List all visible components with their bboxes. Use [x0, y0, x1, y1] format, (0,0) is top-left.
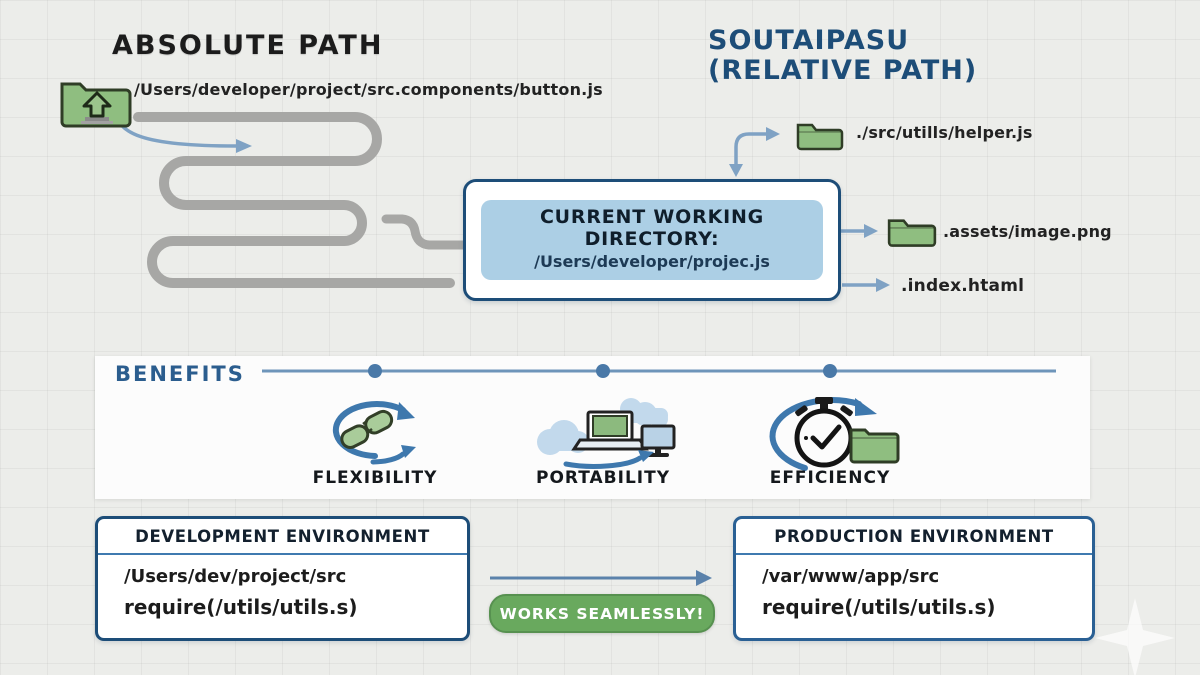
production-environment-title: PRODUCTION ENVIRONMENT — [736, 519, 1092, 555]
development-environment-body: /Users/dev/project/src require(/utils/ut… — [98, 555, 467, 619]
relative-item-assets-label: .assets/image.png — [943, 222, 1112, 241]
relative-path-title-line2: (RELATIVE PATH) — [708, 54, 978, 86]
benefits-timeline — [262, 364, 1056, 378]
relative-item-helper-label: ./src/utills/helper.js — [856, 123, 1033, 142]
folder-upload-icon — [60, 82, 132, 128]
cwd-path: /Users/developer/projec.js — [534, 252, 770, 272]
production-environment-box: PRODUCTION ENVIRONMENT /var/www/app/src … — [733, 516, 1095, 641]
relative-item-index-label: .index.htaml — [901, 276, 1025, 296]
benefits-section: BENEFITS FLEXIBILITY — [95, 356, 1090, 499]
cwd-inner-panel: CURRENT WORKING DIRECTORY: /Users/develo… — [481, 199, 823, 281]
winding-path-line — [133, 112, 455, 288]
production-environment-body: /var/www/app/src require(/utils/utils.s) — [736, 555, 1092, 619]
absolute-path-value: /Users/developer/project/src.components/… — [134, 80, 603, 99]
absolute-path-title: ABSOLUTE PATH — [112, 30, 384, 61]
broken-chain-cycle-icon — [332, 401, 416, 465]
cloud-devices-icon — [537, 398, 676, 469]
benefits-heading: BENEFITS — [115, 362, 245, 386]
relative-path-title-line1: SOUTAIPASU — [708, 25, 910, 56]
stopwatch-folder-icon — [769, 397, 900, 471]
works-seamlessly-badge: WORKS SEAMLESSLY! — [489, 594, 715, 633]
development-require-statement: require(/utils/utils.s) — [124, 595, 358, 619]
development-path: /Users/dev/project/src — [124, 566, 347, 587]
production-path: /var/www/app/src — [762, 566, 940, 587]
cwd-title: CURRENT WORKING DIRECTORY: — [539, 205, 765, 250]
relative-path-title: SOUTAIPASU (RELATIVE PATH) — [708, 26, 977, 85]
winding-path-hook — [381, 214, 475, 250]
production-require-statement: require(/utils/utils.s) — [762, 595, 996, 619]
current-working-directory-box: CURRENT WORKING DIRECTORY: /Users/develo… — [463, 179, 841, 301]
benefit-label-flexibility: FLEXIBILITY — [312, 468, 438, 488]
folder-icon — [796, 123, 844, 151]
development-environment-title: DEVELOPMENT ENVIRONMENT — [98, 519, 467, 555]
folder-icon — [887, 219, 937, 247]
benefit-label-efficiency: EFFICIENCY — [769, 468, 891, 488]
benefit-label-portability: PORTABILITY — [535, 468, 671, 488]
development-environment-box: DEVELOPMENT ENVIRONMENT /Users/dev/proje… — [95, 516, 470, 641]
